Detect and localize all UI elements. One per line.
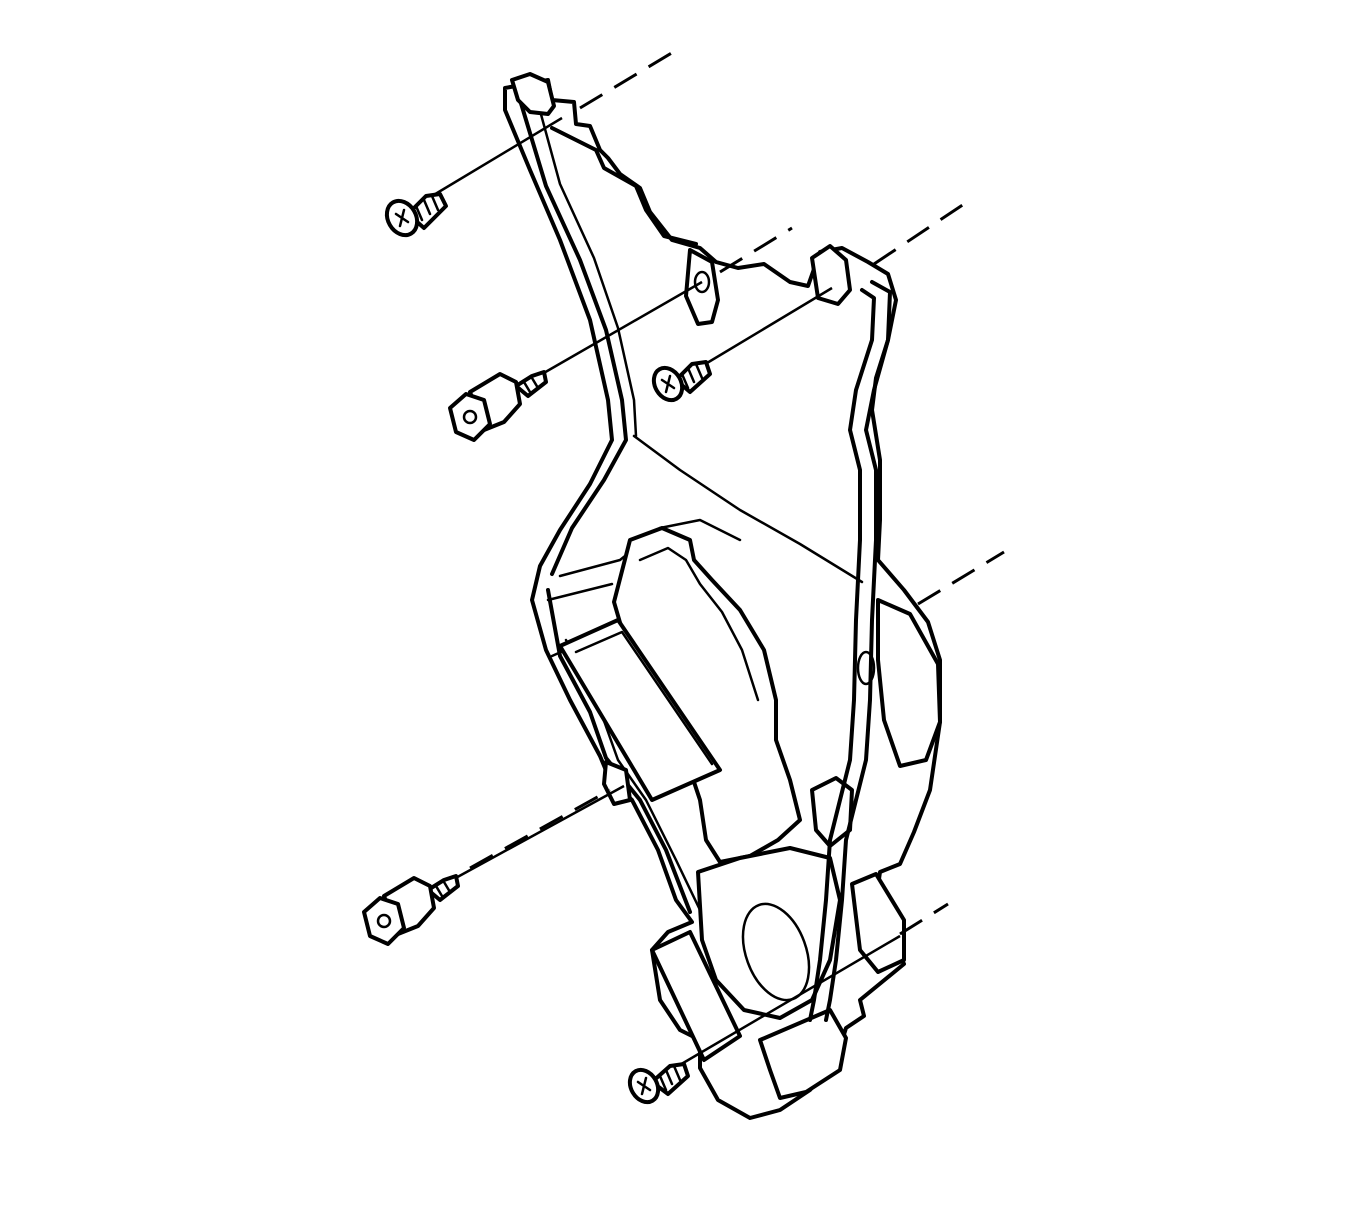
center-lines xyxy=(431,46,1005,1068)
timing-cover-panel xyxy=(503,72,942,1120)
upper-slot-hole xyxy=(693,270,711,294)
centerline-2-dash xyxy=(719,226,793,274)
raised-plate xyxy=(558,618,722,802)
raised-plate-edge xyxy=(574,630,714,766)
centerline-2-solid xyxy=(541,280,703,376)
right-bulge xyxy=(876,598,942,768)
bottom-left-tab xyxy=(650,930,742,1062)
centerline-1-dash xyxy=(579,46,681,110)
stud-bolt-upper-hole xyxy=(462,409,478,425)
centerline-3-dash xyxy=(873,198,971,266)
left-rib-inner xyxy=(534,94,638,438)
seal-strip-inner xyxy=(808,288,876,1022)
centerline-4-dash xyxy=(917,550,1005,606)
left-lower-flange xyxy=(546,588,692,914)
lower-pocket xyxy=(696,846,842,1020)
stud-bolt-upper-hex xyxy=(448,392,492,442)
upper-right-boss xyxy=(810,244,852,306)
stud-bolt-upper-thread xyxy=(514,370,548,398)
screw-top xyxy=(384,192,448,238)
lower-right-bracket xyxy=(850,872,906,974)
centerline-6-dash xyxy=(899,902,949,936)
stud-bolt-lower-hex xyxy=(362,896,406,946)
central-opening-inner xyxy=(638,546,760,702)
centerline-6-solid xyxy=(677,934,901,1068)
center-diagonal-edge xyxy=(632,434,864,584)
centerline-5-dash xyxy=(469,788,611,870)
upper-slot-boss xyxy=(684,248,720,326)
right-bulge-hole xyxy=(856,650,876,686)
centerline-5-solid xyxy=(451,784,625,882)
bottom-tube xyxy=(758,1008,848,1100)
stud-bolt-upper xyxy=(448,370,548,442)
stud-bolt-lower-thread xyxy=(426,874,460,902)
stud-bolt-lower xyxy=(362,874,460,946)
left-rib-outer xyxy=(518,98,628,576)
centerline-1-solid xyxy=(431,116,563,198)
centerline-3-solid xyxy=(701,286,833,368)
top-left-ear xyxy=(510,72,556,116)
left-middle-boss xyxy=(602,760,632,806)
stud-bolt-lower-hole xyxy=(376,913,392,929)
screw-bottom xyxy=(627,1062,690,1105)
screw-upper-middle-phillips xyxy=(660,374,676,394)
screw-upper-middle xyxy=(651,360,712,403)
screw-top-phillips xyxy=(394,208,410,228)
top-stepped-edge xyxy=(550,126,698,246)
cross-rib-1 xyxy=(546,582,614,602)
screw-bottom-phillips xyxy=(636,1076,652,1096)
seal-strip-outer xyxy=(824,280,892,1022)
